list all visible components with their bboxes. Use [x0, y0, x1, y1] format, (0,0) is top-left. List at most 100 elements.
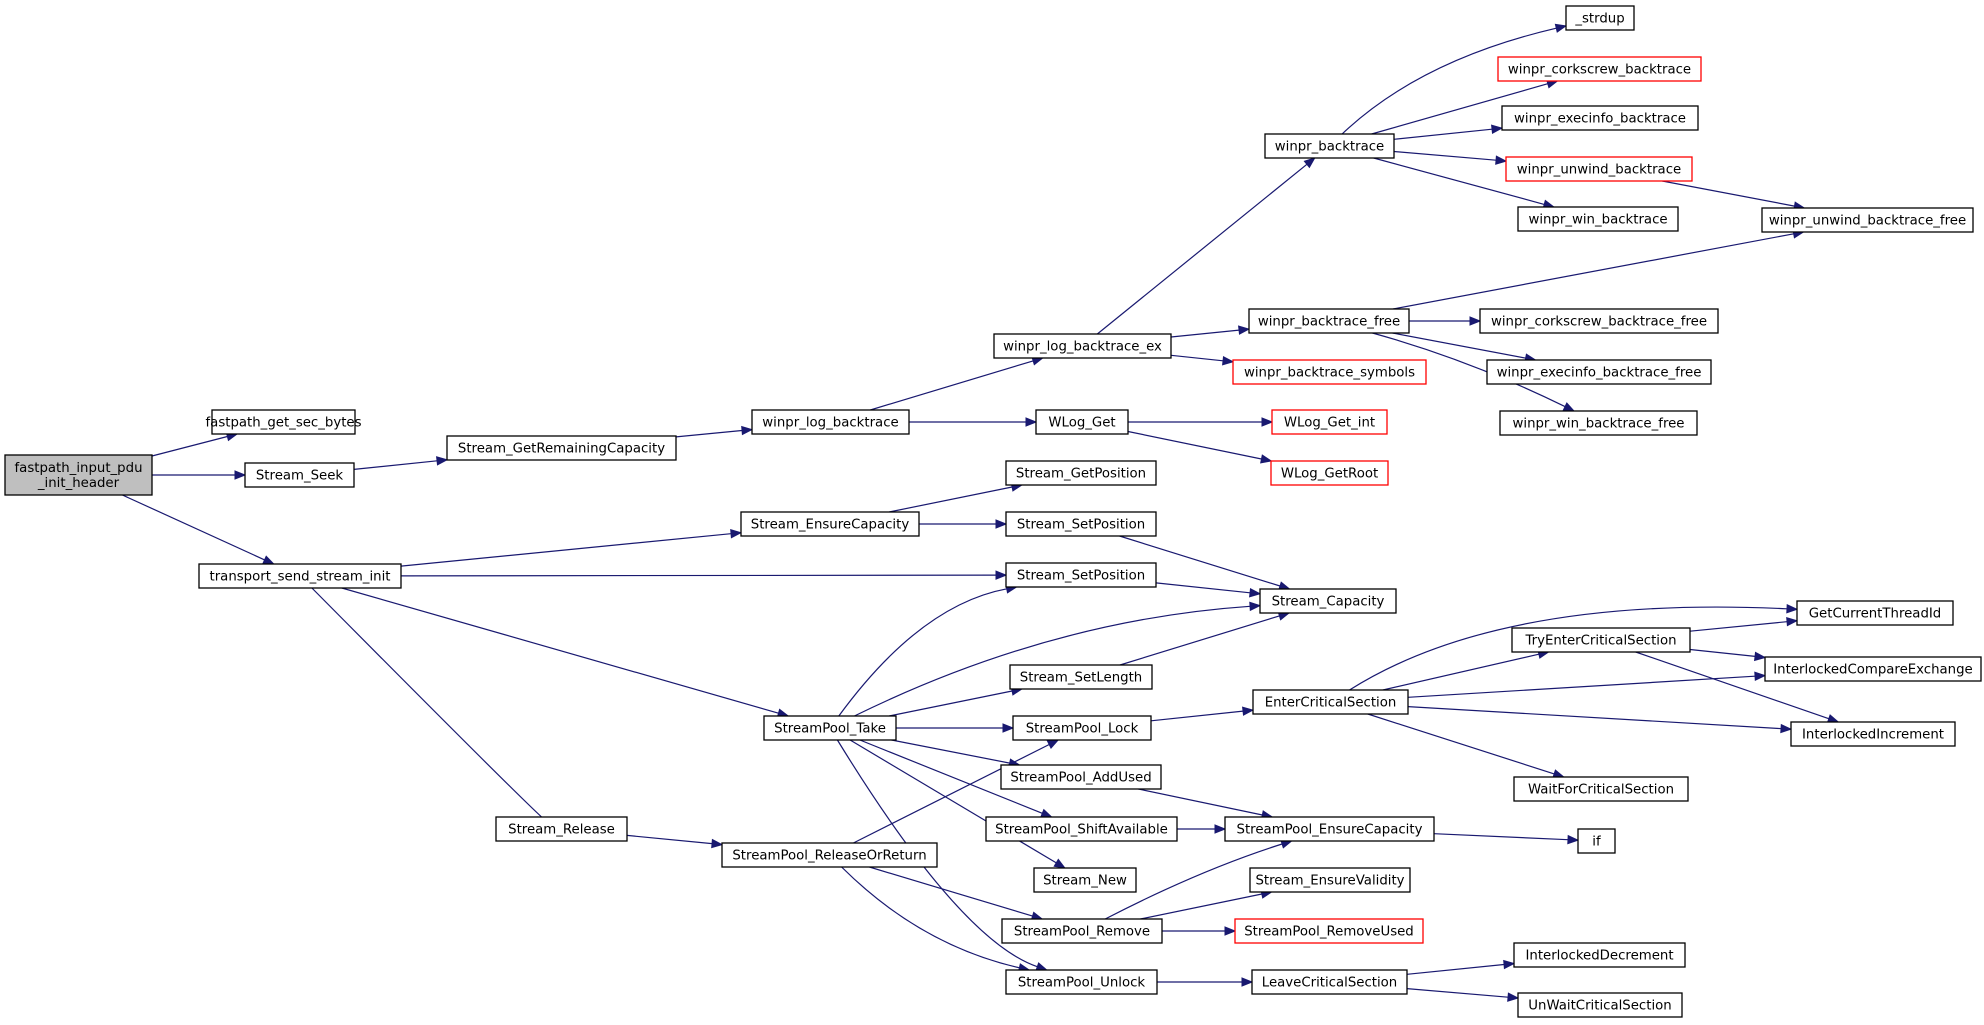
node-box[interactable]	[1232, 359, 1427, 385]
node-box[interactable]	[1035, 409, 1129, 435]
node-box[interactable]	[1497, 56, 1702, 82]
node-box[interactable]	[1513, 942, 1686, 968]
node-box[interactable]	[1517, 206, 1679, 232]
node-box[interactable]	[1517, 992, 1683, 1018]
node-box[interactable]	[1000, 764, 1162, 790]
node-stream-seek[interactable]: Stream_Seek	[244, 462, 355, 488]
node-box[interactable]	[1264, 133, 1395, 159]
node-box[interactable]	[1012, 715, 1152, 741]
node-box[interactable]	[985, 816, 1178, 842]
node-streampool-shiftavailable[interactable]: StreamPool_ShiftAvailable	[985, 816, 1178, 842]
node-wlog-get-int[interactable]: WLog_Get_int	[1271, 409, 1388, 435]
node-winpr-win-backtrace[interactable]: winpr_win_backtrace	[1517, 206, 1679, 232]
node-box[interactable]	[1270, 460, 1389, 486]
node-box[interactable]	[1009, 664, 1153, 690]
node-leavecriticalsection[interactable]: LeaveCriticalSection	[1251, 969, 1408, 995]
node-winpr-log-backtrace[interactable]: winpr_log_backtrace	[751, 409, 910, 435]
node-box[interactable]	[1248, 308, 1410, 334]
node-entercriticalsection[interactable]: EnterCriticalSection	[1252, 689, 1409, 715]
node-stream-setlength[interactable]: Stream_SetLength	[1009, 664, 1153, 690]
node-interlockeddecrement[interactable]: InterlockedDecrement	[1513, 942, 1686, 968]
node-winpr-backtrace-symbols[interactable]: winpr_backtrace_symbols	[1232, 359, 1427, 385]
node-wlog-get[interactable]: WLog_Get	[1035, 409, 1129, 435]
node-box[interactable]	[1565, 5, 1635, 31]
node-box[interactable]	[4, 454, 153, 496]
node-stream-getposition[interactable]: Stream_GetPosition	[1005, 460, 1157, 486]
node-streampool-removeused[interactable]: StreamPool_RemoveUsed	[1234, 918, 1424, 944]
node-box[interactable]	[1224, 816, 1435, 842]
node-streampool-unlock[interactable]: StreamPool_Unlock	[1005, 969, 1158, 995]
node-box[interactable]	[1505, 156, 1693, 182]
node-winpr-backtrace-free[interactable]: winpr_backtrace_free	[1248, 308, 1410, 334]
node-interlockedcompareexchange[interactable]: InterlockedCompareExchange	[1764, 656, 1982, 682]
node-streampool-take[interactable]: StreamPool_Take	[763, 715, 897, 741]
node-box[interactable]	[1764, 656, 1982, 682]
node-fastpath-get-sec-bytes[interactable]: fastpath_get_sec_bytes	[205, 409, 362, 435]
node-box[interactable]	[1513, 776, 1689, 802]
node-box[interactable]	[1499, 410, 1698, 436]
node-box[interactable]	[244, 462, 355, 488]
node-box[interactable]	[211, 409, 356, 435]
node-box[interactable]	[1577, 828, 1616, 854]
node-winpr-corkscrew-backtrace[interactable]: winpr_corkscrew_backtrace	[1497, 56, 1702, 82]
node-transport-send-stream-init[interactable]: transport_send_stream_init	[198, 563, 402, 589]
node-streampool-lock[interactable]: StreamPool_Lock	[1012, 715, 1152, 741]
node-strdup[interactable]: _strdup	[1565, 5, 1635, 31]
node-waitforcriticalsection[interactable]: WaitForCriticalSection	[1513, 776, 1689, 802]
node-streampool-releaseorreturn[interactable]: StreamPool_ReleaseOrReturn	[721, 842, 938, 868]
node-box[interactable]	[721, 842, 938, 868]
node-if[interactable]: if	[1577, 828, 1616, 854]
node-box[interactable]	[1005, 511, 1157, 537]
node-box[interactable]	[1251, 969, 1408, 995]
node-unwaitcriticalsection[interactable]: UnWaitCriticalSection	[1517, 992, 1683, 1018]
node-box[interactable]	[198, 563, 402, 589]
node-box[interactable]	[1511, 627, 1691, 653]
node-root[interactable]: fastpath_input_pdu_init_header	[4, 454, 153, 496]
node-stream-new[interactable]: Stream_New	[1033, 867, 1137, 893]
node-box[interactable]	[1005, 562, 1157, 588]
node-winpr-unwind-backtrace-free[interactable]: winpr_unwind_backtrace_free	[1761, 207, 1974, 233]
node-box[interactable]	[751, 409, 910, 435]
node-wlog-getroot[interactable]: WLog_GetRoot	[1270, 460, 1389, 486]
node-box[interactable]	[1790, 721, 1956, 747]
node-winpr-win-backtrace-free[interactable]: winpr_win_backtrace_free	[1499, 410, 1698, 436]
node-box[interactable]	[1271, 409, 1388, 435]
node-box[interactable]	[993, 333, 1172, 359]
node-box[interactable]	[1796, 600, 1954, 626]
node-box[interactable]	[1501, 105, 1699, 131]
node-box[interactable]	[446, 435, 677, 461]
node-stream-ensurecapacity[interactable]: Stream_EnsureCapacity	[740, 511, 920, 537]
node-box[interactable]	[1005, 969, 1158, 995]
node-winpr-unwind-backtrace[interactable]: winpr_unwind_backtrace	[1505, 156, 1693, 182]
node-box[interactable]	[1234, 918, 1424, 944]
node-interlockedincrement[interactable]: InterlockedIncrement	[1790, 721, 1956, 747]
node-winpr-corkscrew-backtrace-free[interactable]: winpr_corkscrew_backtrace_free	[1479, 308, 1719, 334]
node-box[interactable]	[1486, 359, 1712, 385]
node-stream-release[interactable]: Stream_Release	[495, 816, 628, 842]
node-box[interactable]	[495, 816, 628, 842]
node-box[interactable]	[1033, 867, 1137, 893]
node-streampool-remove[interactable]: StreamPool_Remove	[1001, 918, 1163, 944]
node-stream-capacity[interactable]: Stream_Capacity	[1259, 588, 1397, 614]
node-box[interactable]	[1249, 867, 1411, 893]
node-streampool-ensurecapacity[interactable]: StreamPool_EnsureCapacity	[1224, 816, 1435, 842]
node-stream-getremainingcapacity[interactable]: Stream_GetRemainingCapacity	[446, 435, 677, 461]
node-box[interactable]	[1001, 918, 1163, 944]
node-box[interactable]	[1259, 588, 1397, 614]
node-box[interactable]	[740, 511, 920, 537]
node-box[interactable]	[1252, 689, 1409, 715]
node-box[interactable]	[763, 715, 897, 741]
node-box[interactable]	[1005, 460, 1157, 486]
node-stream-setposition-a[interactable]: Stream_SetPosition	[1005, 511, 1157, 537]
node-winpr-execinfo-backtrace-free[interactable]: winpr_execinfo_backtrace_free	[1486, 359, 1712, 385]
node-getcurrentthreadid[interactable]: GetCurrentThreadId	[1796, 600, 1954, 626]
node-winpr-backtrace[interactable]: winpr_backtrace	[1264, 133, 1395, 159]
node-stream-setposition-b[interactable]: Stream_SetPosition	[1005, 562, 1157, 588]
node-tryentercriticalsection[interactable]: TryEnterCriticalSection	[1511, 627, 1691, 653]
node-box[interactable]	[1761, 207, 1974, 233]
node-box[interactable]	[1479, 308, 1719, 334]
node-stream-ensurevalidity[interactable]: Stream_EnsureValidity	[1249, 867, 1411, 893]
node-winpr-log-backtrace-ex[interactable]: winpr_log_backtrace_ex	[993, 333, 1172, 359]
node-winpr-execinfo-backtrace[interactable]: winpr_execinfo_backtrace	[1501, 105, 1699, 131]
node-streampool-addused[interactable]: StreamPool_AddUsed	[1000, 764, 1162, 790]
